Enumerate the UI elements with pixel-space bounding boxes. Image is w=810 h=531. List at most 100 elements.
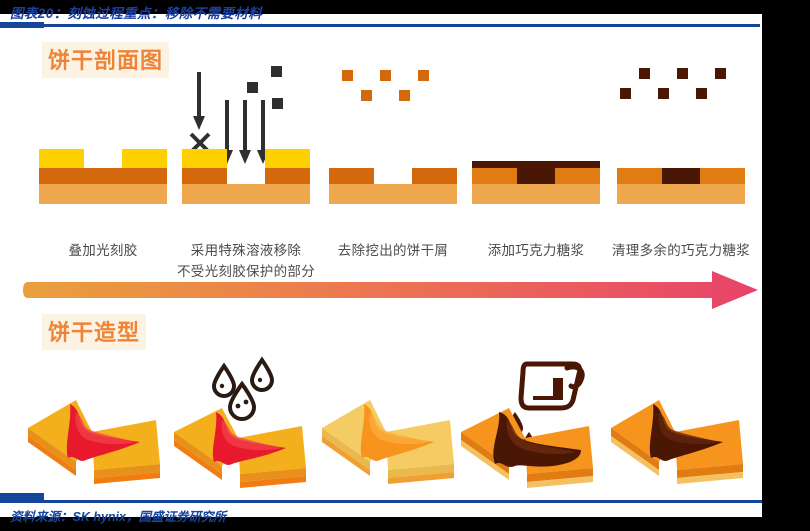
downward-arrow-icon [221,100,269,164]
chocolate-fill-trench [662,168,700,184]
step-2-label-line2: 不受光刻胶保护的部分 [177,264,315,279]
substrate-base-layer [472,184,600,204]
frame-bottom-border [0,517,810,531]
step-2-cross-section-svg [182,66,310,204]
step-2-label: 采用特殊溶液移除 不受光刻胶保护的部分 [161,240,331,282]
etch-layer-left [617,168,662,184]
chocolate-square-icon [620,68,726,99]
substrate-base-layer [617,184,745,204]
solvent-droplet-icon [211,356,275,421]
cookie-step-3 [314,360,474,490]
step-4-cross-section-svg [472,161,600,204]
cookie-5-illustration [611,400,743,484]
cookie-4-illustration [461,361,593,488]
cookie-left-edge2 [174,440,222,480]
photoresist-block-left [39,149,84,168]
pitcher-chocolate-body [533,378,563,400]
section-heading-cross-section: 饼干剖面图 [42,42,170,78]
cookie-left-edge2 [322,436,370,476]
cookie-groove-highlight [369,412,430,445]
cookie-step-5 [603,360,763,490]
photoresist-block-left [182,149,227,168]
cookie-left-edge [174,432,222,474]
step-4-label-line1: 添加巧克力糖浆 [487,243,585,258]
cookie-left-edge [322,428,370,470]
step-2-label-line1: 采用特殊溶液移除 [190,243,302,258]
chocolate-overlayer [472,161,600,168]
cookie-left-edge [28,428,76,470]
frame-right-border [762,0,810,531]
cookie-left-edge2 [611,436,659,476]
step-4-diagram [461,60,611,235]
step-1-diagram [28,60,178,235]
cookie-right-edge [677,464,743,478]
figure-title: 图表20：刻蚀过程重点：移除不需要材料 [10,6,263,21]
photoresist-block-right [265,149,310,168]
step-5-diagram [606,60,756,235]
cookie-step-2 [166,356,326,490]
substrate-base-layer [329,184,457,204]
cookie-red-filling [212,412,286,465]
cookie-chocolate-filling [649,404,723,461]
step-1-cross-section-svg [39,149,167,204]
source-rule-cap [0,493,44,500]
cookie-right-edge2 [94,472,160,484]
chocolate-fill-trench [517,163,555,184]
etch-layer-left [182,168,227,184]
etch-layer-right [265,168,310,184]
etch-layer-left [472,168,517,184]
figure-source: 资料来源：SK hynix，国盛证券研究所 [10,510,226,524]
etch-layer-right [555,168,600,184]
step-3-diagram [318,60,468,235]
cookie-chocolate-highlight [506,420,575,455]
step-3-label-line1: 去除挖出的饼干屑 [337,243,449,258]
cookie-right-edge2 [527,476,593,488]
source-rule [0,500,762,503]
cookie-right-edge2 [388,472,454,484]
step-1-label: 叠加光刻胶 [18,240,188,261]
step-3-cross-section-svg [329,70,457,204]
step-4-label: 添加巧克力糖浆 [451,240,621,261]
substrate-etch-layer [39,168,167,184]
cookie-right-edge [240,468,306,482]
cookie-2-illustration [174,356,306,488]
step-1-label-line1: 叠加光刻胶 [68,243,138,258]
etch-layer-left [329,168,374,184]
cookie-chocolate-highlight [658,412,719,445]
frame-left-fill [0,14,18,517]
cookie-right-edge [388,464,454,478]
cookie-1-illustration [28,400,160,484]
arrow-shape [23,271,758,309]
etch-layer-right [412,168,457,184]
debris-square-icon [247,66,283,109]
title-rule-cap [0,22,44,28]
cookie-3-illustration [322,400,454,484]
cookie-right-edge2 [240,476,306,488]
cookie-left-edge2 [28,436,76,476]
cookie-right-edge2 [677,472,743,484]
cookie-right-edge [527,468,593,482]
substrate-base-layer [39,184,167,204]
cookie-left-edge2 [461,440,509,480]
cookie-red-filling [66,404,140,461]
process-flow-arrow [22,270,762,310]
blocked-arrow-icon [189,72,211,154]
cookie-step-4 [455,360,615,490]
frame-top-border [0,0,810,14]
crumb-square-icon [342,70,429,101]
cookie-red-highlight [75,412,136,445]
photoresist-block-right [122,149,167,168]
step-2-diagram [171,60,321,235]
cookie-red-highlight [221,420,282,451]
cookie-right-edge [94,464,160,478]
section-heading-cookie-shape: 饼干造型 [42,314,147,350]
cookie-step-1 [20,360,180,490]
cookie-left-edge [461,432,509,474]
step-3-label: 去除挖出的饼干屑 [308,240,478,261]
substrate-base-layer [182,184,310,204]
process-flow-arrow-icon [23,271,758,309]
etch-layer-right [700,168,745,184]
title-rule [0,24,760,27]
figure-content: 饼干剖面图 [18,42,762,494]
